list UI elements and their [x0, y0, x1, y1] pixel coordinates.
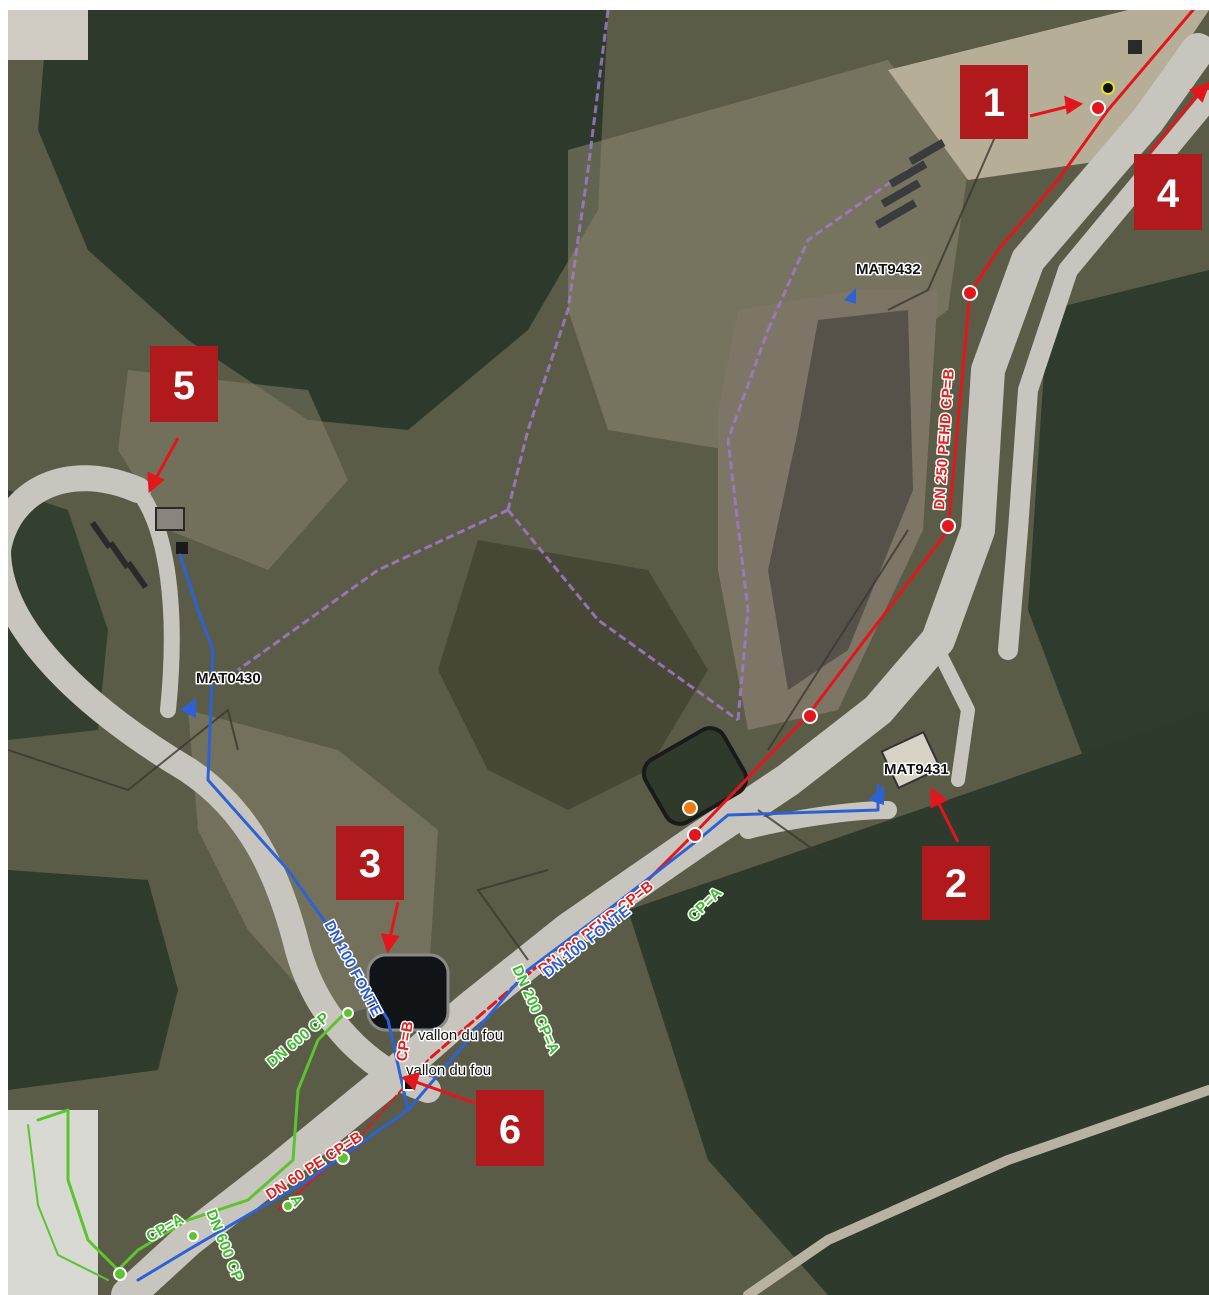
station-marker-mat9431[interactable] [868, 785, 884, 805]
building-2 [880, 730, 942, 790]
vegetation-area-east [1028, 270, 1209, 770]
valve-node[interactable] [962, 285, 978, 301]
building-5 [155, 507, 185, 531]
right-road [998, 90, 1209, 660]
callout-3-number: 3 [359, 842, 381, 886]
vegetation-area-south [628, 710, 1209, 1295]
south-road [743, 1085, 1209, 1295]
callout-5-number: 5 [173, 364, 195, 408]
main-road [111, 33, 1209, 1295]
node-green[interactable] [187, 1230, 199, 1242]
pump-node[interactable] [682, 800, 698, 816]
limestone-block [8, 1110, 98, 1295]
basin-left [366, 953, 450, 1032]
vegetation-area-center [438, 540, 708, 810]
pipe-nodes [113, 81, 1115, 1281]
parked-vehicles [874, 139, 946, 229]
tracks [8, 129, 999, 961]
boundary-lines [237, 10, 909, 722]
inner-loop [130, 482, 180, 718]
callout-4[interactable]: 4 [1134, 154, 1202, 230]
buildings [89, 40, 1142, 790]
basin-right [641, 726, 749, 826]
label-vallon-du-fou-1: vallon du fou [418, 1027, 503, 1044]
callout-1[interactable]: 1 [960, 65, 1028, 139]
aerial-map[interactable]: MAT9432 MAT9431 MAT0430 vallon du fou va… [8, 10, 1209, 1295]
quarry-dark-area [768, 310, 913, 690]
node-green[interactable] [113, 1267, 127, 1281]
pipe-blue-left [178, 553, 410, 1112]
water-features [366, 726, 749, 1032]
pipe-green-left [36, 1108, 120, 1272]
roads [8, 33, 1209, 1295]
label-mat9431: MAT9431 [884, 761, 949, 778]
pipe-green-outer [27, 1124, 109, 1281]
node-green[interactable] [282, 1200, 294, 1212]
pipe-green-loop [116, 1008, 350, 1272]
pipe-red-bottom [277, 1059, 429, 1211]
callout-arrows [147, 82, 1209, 1106]
callouts: 1 2 3 4 5 6 [150, 65, 1202, 1166]
callout-6-number: 6 [499, 1108, 521, 1152]
target-icon[interactable] [1101, 81, 1115, 95]
station-marker-mat0430[interactable] [180, 698, 196, 718]
terrain [8, 10, 1209, 1295]
valve-node[interactable] [1090, 100, 1106, 116]
pipe-blue-main [136, 783, 880, 1282]
node-green[interactable] [342, 1007, 354, 1019]
label-vallon-du-fou-2: vallon du fou [406, 1062, 491, 1079]
vegetation-area-southwest [8, 870, 178, 1090]
rocky-ground-southwest [188, 710, 438, 1020]
valve-node[interactable] [802, 708, 818, 724]
callout-5[interactable]: 5 [150, 346, 218, 422]
track-right [931, 643, 975, 787]
valve-node[interactable] [687, 827, 703, 843]
callout-1-number: 1 [983, 81, 1005, 125]
structure-lines [89, 520, 149, 590]
callout-4-number: 4 [1157, 172, 1180, 216]
node-green[interactable] [336, 1151, 350, 1165]
callout-2-number: 2 [945, 862, 967, 906]
label-mat0430: MAT0430 [196, 670, 261, 687]
station-marker-mat9432[interactable] [844, 288, 856, 304]
loop-road [8, 465, 441, 1103]
vegetation-area-northwest [38, 10, 608, 430]
label-mat9432: MAT9432 [856, 261, 921, 278]
callout-2[interactable]: 2 [922, 846, 990, 920]
callout-6[interactable]: 6 [476, 1090, 544, 1166]
building-top-right [1128, 40, 1142, 54]
valve-node[interactable] [940, 518, 956, 534]
callout-3[interactable]: 3 [336, 826, 404, 900]
